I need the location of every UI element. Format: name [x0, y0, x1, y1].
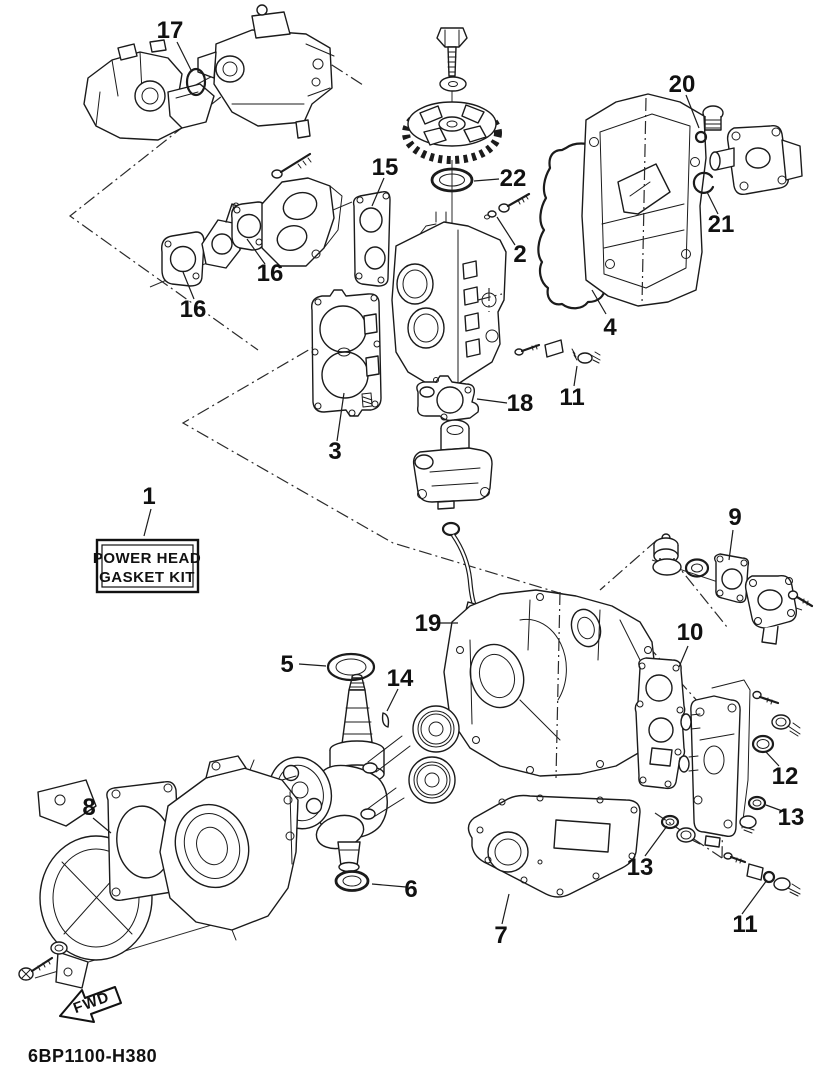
oring-17-drawing — [185, 67, 207, 97]
carb-joint-drawing — [201, 202, 243, 269]
plug-20-drawing — [694, 105, 724, 144]
callout-7: 7 — [494, 922, 507, 949]
callout-12: 12 — [772, 763, 799, 790]
oring-12-drawing — [751, 734, 775, 754]
callout-numbers: 17 15 22 20 21 2 16 16 4 11 18 3 1 9 19 … — [82, 17, 804, 949]
screw-exhaust-drawing — [752, 690, 780, 705]
callout-11-upper: 11 — [559, 384, 584, 411]
bolt-sprocket-drawing — [436, 27, 468, 77]
fwd-arrow: FWD — [59, 986, 122, 1023]
callout-16-front: 16 — [180, 296, 207, 323]
callout-15: 15 — [372, 154, 399, 181]
anode-set-11-upper-drawing — [514, 339, 601, 364]
callout-8: 8 — [82, 794, 95, 821]
callout-16-rear: 16 — [257, 260, 284, 287]
oil-pump-assy-drawing — [412, 419, 493, 510]
cylinder-body-drawing — [159, 755, 299, 941]
thermostat-drawing — [652, 533, 682, 576]
gasket-16-front-drawing — [161, 231, 205, 287]
callout-4: 4 — [603, 314, 617, 341]
callout-6: 6 — [404, 876, 417, 903]
gasket-7-drawing — [467, 794, 641, 898]
callout-18: 18 — [507, 390, 534, 417]
callout-3: 3 — [328, 438, 341, 465]
gasket-15-drawing — [352, 190, 391, 287]
plug-upper-right-drawing — [771, 714, 801, 737]
cylinder-block-drawing — [391, 211, 507, 389]
seal-22-drawing — [430, 167, 474, 193]
gasket-16-rear-drawing — [231, 201, 267, 251]
carburetor-drawing — [197, 4, 335, 139]
woodruff-key-14-drawing — [381, 712, 390, 728]
gasket-8-drawing — [106, 780, 182, 902]
gasket-10-drawing — [634, 657, 686, 790]
head-gasket-3-drawing — [311, 289, 382, 417]
leader-lines — [92, 41, 786, 925]
anode-set-11-lower-drawing — [723, 852, 801, 897]
gasket-9-drawing — [713, 553, 750, 604]
callout-2: 2 — [513, 241, 526, 268]
callout-14: 14 — [387, 665, 414, 692]
callout-10: 10 — [677, 619, 704, 646]
callout-5: 5 — [280, 651, 293, 678]
thermostat-housing-drawing — [744, 575, 798, 645]
washer-13-right-drawing — [739, 795, 767, 834]
callout-22: 22 — [500, 165, 527, 192]
washer-sprocket-drawing — [439, 76, 467, 92]
bolt-washer-bottom-drawing — [18, 941, 68, 981]
cylinder-head-cover-drawing — [581, 93, 707, 307]
dowel-pin-2-drawing — [484, 210, 497, 220]
callout-17: 17 — [157, 17, 184, 44]
callout-11-lower: 11 — [732, 911, 757, 938]
bolt-thermostat-drawing — [787, 590, 814, 608]
crankcase-drawing — [443, 589, 657, 779]
oring-21-drawing — [692, 171, 715, 194]
seal-6-drawing — [334, 870, 370, 892]
callout-9: 9 — [728, 504, 741, 531]
intake-silencer-drawing — [83, 39, 215, 141]
seal-5-drawing — [326, 652, 376, 682]
callout-13-left: 13 — [627, 854, 654, 881]
diagram-code: 6BP1100-H380 — [28, 1046, 157, 1066]
kit-label-box: POWER HEAD GASKET KIT — [93, 538, 201, 594]
callout-13-right: 13 — [778, 804, 805, 831]
callout-21: 21 — [708, 211, 735, 238]
cam-sprocket-drawing — [402, 101, 502, 164]
callout-19: 19 — [415, 610, 442, 637]
screw-head-drawing — [498, 192, 531, 213]
kit-label-line2: GASKET KIT — [99, 569, 195, 586]
callout-1: 1 — [142, 483, 155, 510]
callout-20: 20 — [669, 71, 696, 98]
thermostat-ring-drawing — [684, 558, 710, 578]
kit-label-line1: POWER HEAD — [93, 550, 201, 567]
gasket-18-drawing — [416, 375, 480, 422]
bolt-intake-drawing — [271, 152, 312, 179]
washer-13-left-drawing — [660, 814, 701, 845]
oil-pump-cover-drawing — [709, 124, 803, 196]
intake-manifold-drawing — [261, 177, 343, 267]
exhaust-cover-drawing — [678, 679, 751, 848]
